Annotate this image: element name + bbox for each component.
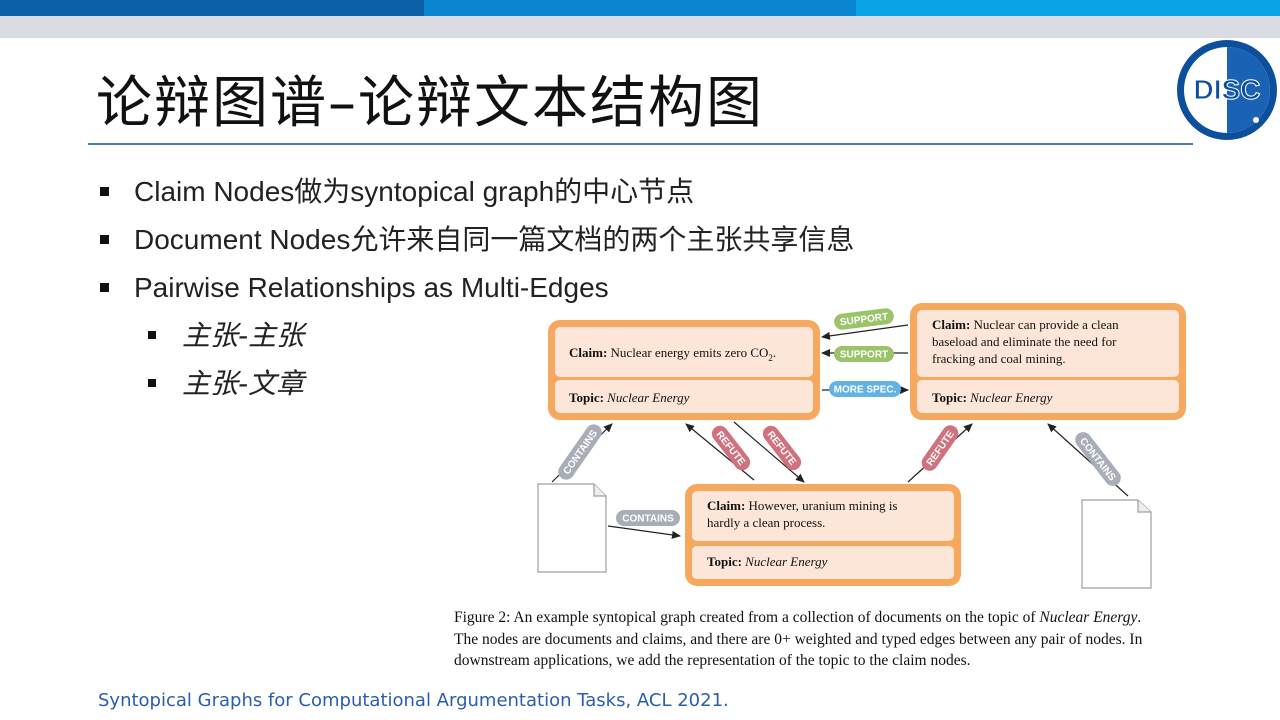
svg-text:CONTAINS: CONTAINS — [622, 514, 674, 525]
claim-node-1: Claim: Nuclear energy emits zero CO2. To… — [548, 320, 820, 420]
sub-bullet-item: 主张-主张 — [100, 312, 854, 360]
accent-segment-light — [856, 0, 1280, 16]
bullet-item: Document Nodes允许来自同一篇文档的两个主张共享信息 — [100, 216, 854, 264]
figure-caption: Figure 2: An example syntopical graph cr… — [454, 607, 1274, 672]
caption-line-2: The nodes are documents and claims, and … — [454, 630, 1143, 648]
title-underline — [88, 143, 1193, 145]
claim-node-2: Claim: Nuclear can provide a clean basel… — [910, 303, 1186, 420]
claim-2-line-3: fracking and coal mining. — [932, 351, 1066, 366]
bullet-list: Claim Nodes做为syntopical graph的中心节点 Docum… — [100, 168, 854, 408]
contains-badge-left: CONTAINS — [558, 424, 602, 480]
claim-3-topic: Topic: Nuclear Energy — [707, 554, 828, 569]
header-grey-bar — [0, 16, 1280, 38]
caption-line-3: downstream applications, we add the repr… — [454, 652, 971, 669]
svg-text:CONTAINS: CONTAINS — [562, 428, 601, 477]
claim-2-line-1: Claim: Nuclear can provide a clean — [932, 317, 1119, 332]
edge-support-1 — [821, 324, 909, 340]
disc-logo: DISC — [1177, 40, 1277, 140]
top-accent-bar — [0, 0, 1280, 16]
edge-refute-2 — [733, 421, 805, 483]
bullet-item: Claim Nodes做为syntopical graph的中心节点 — [100, 168, 854, 216]
slide-title: 论辩图谱–论辩文本结构图 — [96, 71, 764, 136]
support-badge-2: SUPPORT — [834, 346, 894, 362]
claim-node-3: Claim: However, uranium mining is hardly… — [685, 484, 961, 586]
claim-3-line-2: hardly a clean process. — [707, 515, 825, 530]
svg-text:CONTAINS: CONTAINS — [1077, 436, 1118, 484]
claim-2-line-2: baseload and eliminate the need for — [932, 334, 1117, 349]
caption-line-1: Figure 2: An example syntopical graph cr… — [454, 609, 1142, 626]
svg-text:MORE SPEC.: MORE SPEC. — [834, 385, 897, 396]
document-icon-right — [1081, 499, 1152, 589]
syntopical-graph-figure: Claim: Nuclear energy emits zero CO2. To… — [537, 303, 1186, 589]
support-badge-1: SUPPORT — [834, 308, 894, 330]
claim-1-text: Claim: Nuclear energy emits zero CO2. — [569, 345, 776, 363]
paper-reference: Syntopical Graphs for Computational Argu… — [98, 690, 729, 711]
svg-text:SUPPORT: SUPPORT — [840, 350, 888, 361]
claim-1-topic: Topic: Nuclear Energy — [569, 390, 690, 405]
refute-badge-2: REFUTE — [762, 425, 802, 471]
claim-2-topic: Topic: Nuclear Energy — [932, 390, 1053, 405]
sub-bullet-item: 主张-文章 — [100, 360, 854, 408]
edge-refute-1 — [685, 423, 755, 481]
accent-segment-dark — [0, 0, 424, 16]
contains-badge-right: CONTAINS — [1075, 432, 1121, 486]
claim-3-line-1: Claim: However, uranium mining is — [707, 498, 898, 513]
contains-badge-mid: CONTAINS — [616, 510, 680, 526]
logo-text: DISC — [1194, 74, 1261, 105]
edge-contains-mid — [607, 525, 681, 539]
accent-segment-mid — [424, 0, 856, 16]
document-icon-left — [537, 483, 607, 573]
refute-badge-3: REFUTE — [921, 425, 959, 471]
more-spec-badge: MORE SPEC. — [829, 381, 901, 397]
bullet-item: Pairwise Relationships as Multi-Edges — [100, 264, 854, 312]
